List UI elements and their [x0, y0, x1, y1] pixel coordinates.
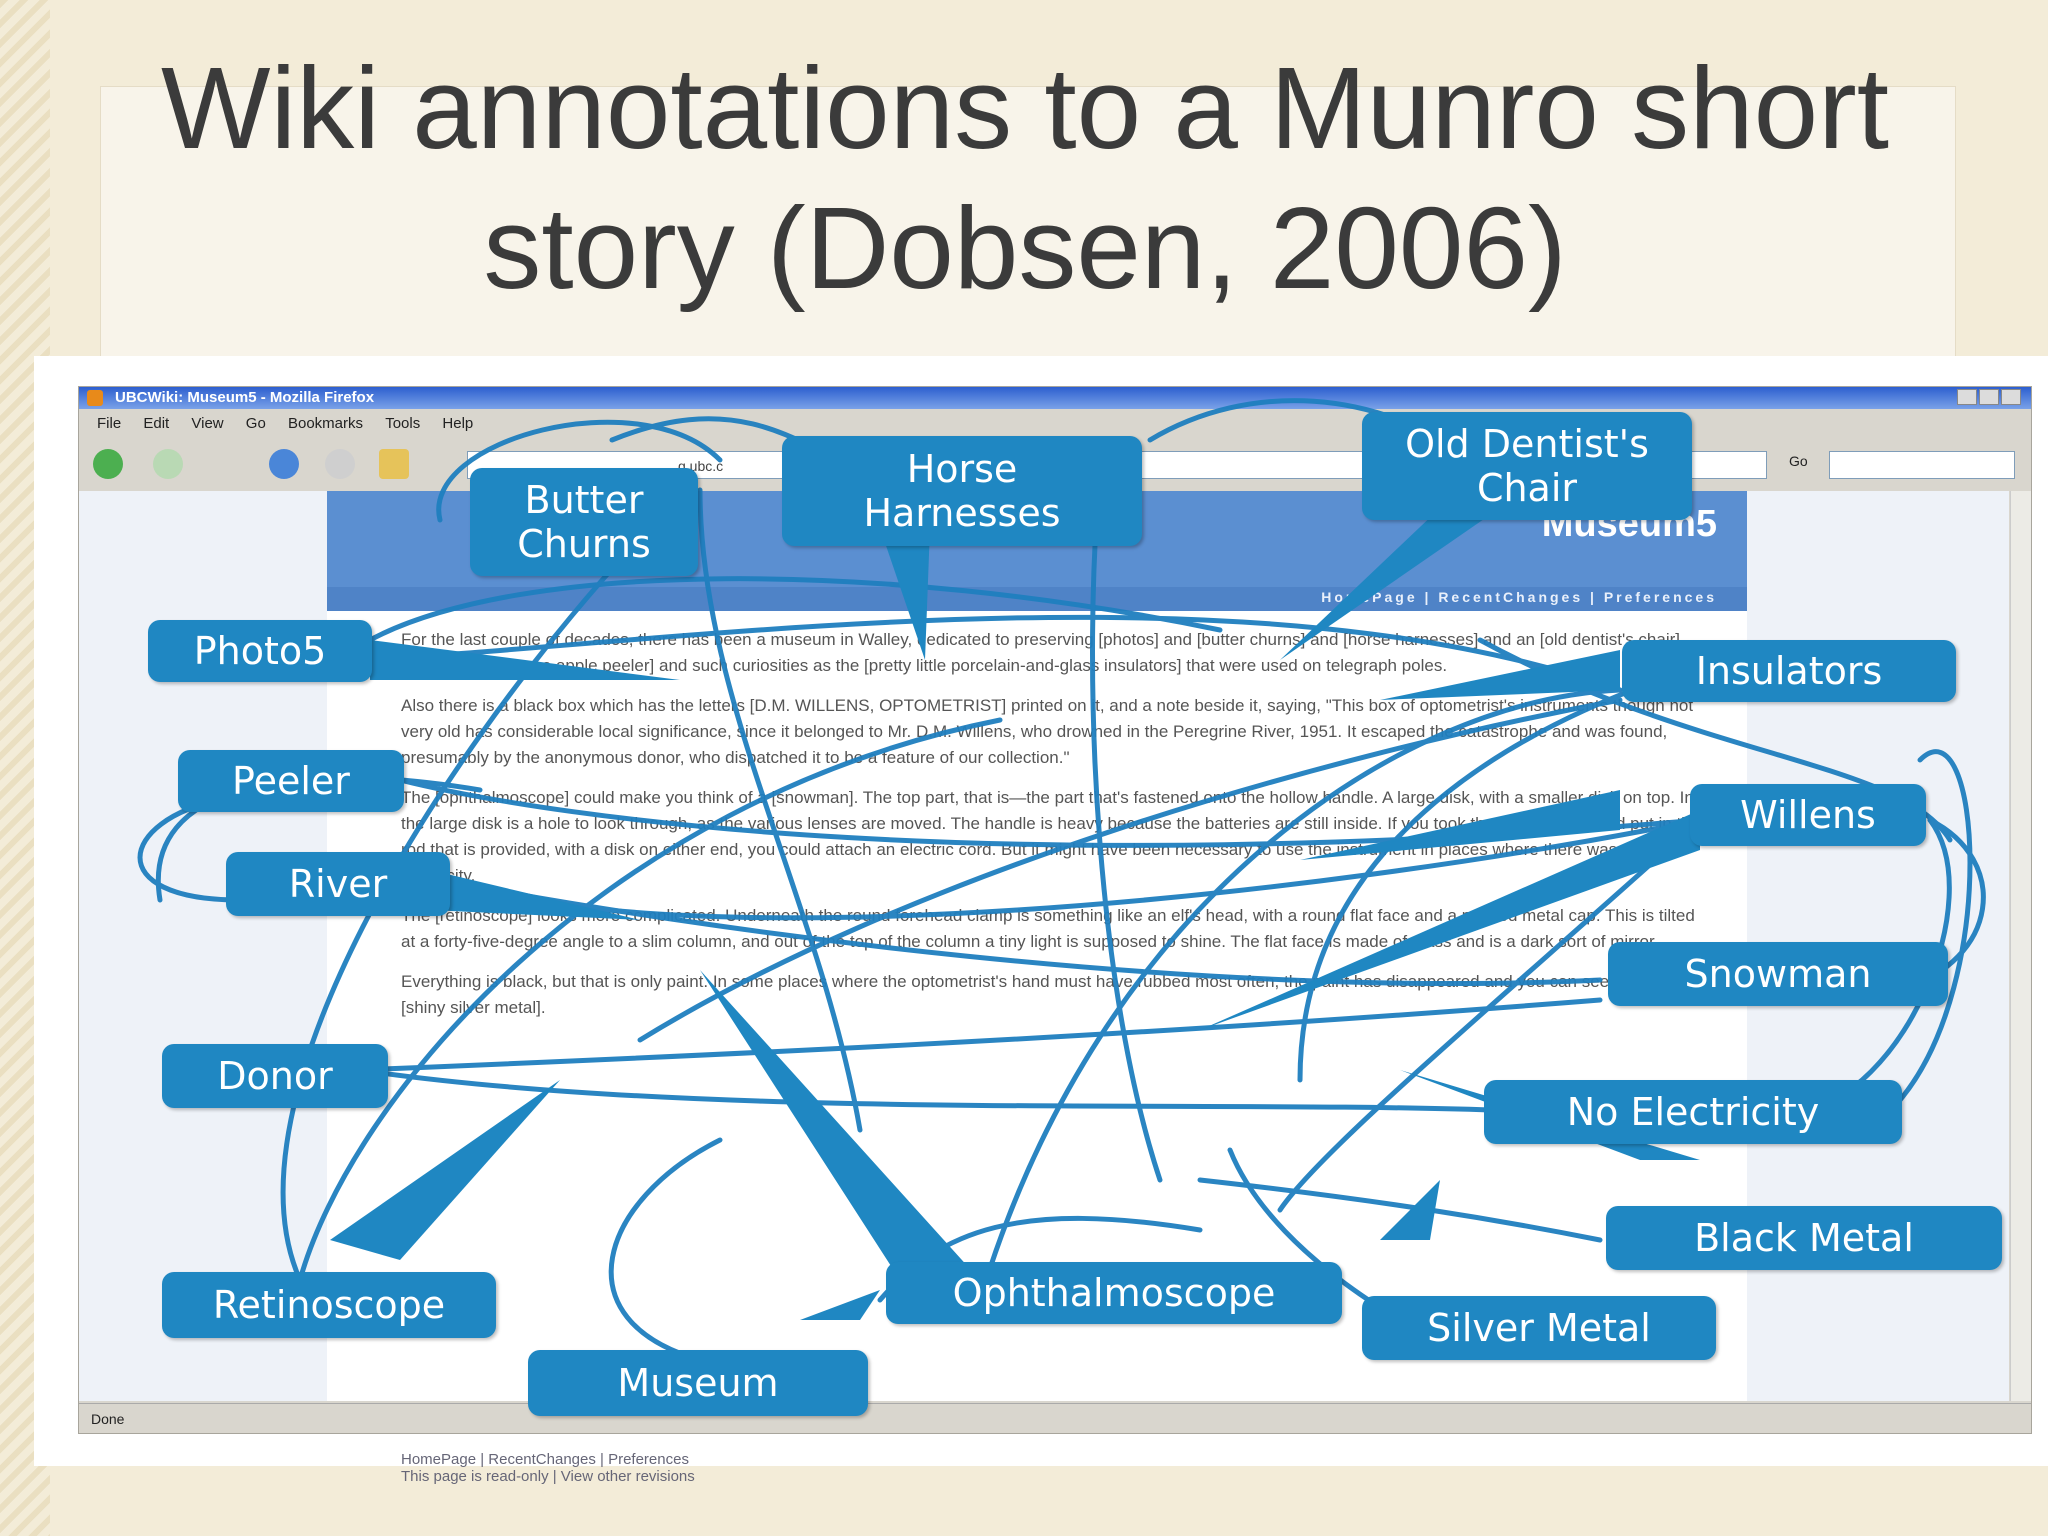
slide-title-line2: story (Dobsen, 2006): [483, 183, 1567, 313]
status-bar: Done: [79, 1403, 2031, 1433]
callout-black-metal: Black Metal: [1606, 1206, 2002, 1270]
menu-go[interactable]: Go: [245, 415, 266, 432]
wiki-footer-info: This page is read-only | View other revi…: [401, 1468, 695, 1485]
callout-label: Peeler: [232, 759, 350, 803]
go-button[interactable]: Go: [1789, 453, 1808, 469]
window-controls: [1955, 389, 2025, 407]
minimize-button[interactable]: [1957, 389, 1977, 405]
forward-icon[interactable]: [153, 449, 183, 479]
callout-museum: Museum: [528, 1350, 868, 1416]
wiki-paragraph: For the last couple of decades, there ha…: [401, 630, 1680, 675]
callout-label: Snowman: [1684, 952, 1872, 996]
callout-label: Donor: [217, 1054, 333, 1098]
callout-river: River: [226, 852, 450, 916]
callout-ophthalmoscope: Ophthalmoscope: [886, 1262, 1342, 1324]
reload-icon[interactable]: [269, 449, 299, 479]
window-title: UBCWiki: Museum5 - Mozilla Firefox: [115, 389, 375, 406]
wiki-paragraph: The [ophthalmoscope] could make you thin…: [401, 788, 1701, 885]
browser-titlebar: UBCWiki: Museum5 - Mozilla Firefox: [79, 387, 2031, 409]
wiki-nav-links[interactable]: HomePage | RecentChanges | Preferences: [1321, 589, 1717, 605]
callout-photo5: Photo5: [148, 620, 372, 682]
menu-bar: File Edit View Go Bookmarks Tools Help: [79, 411, 2031, 437]
vertical-scrollbar[interactable]: [2010, 491, 2031, 1401]
callout-no-electricity: No Electricity: [1484, 1080, 1902, 1144]
stop-icon[interactable]: [325, 449, 355, 479]
callout-label: Insulators: [1695, 649, 1883, 693]
title-panel: [100, 86, 1956, 358]
callout-label: No Electricity: [1566, 1090, 1820, 1134]
callout-butter-churns: Butter Churns: [470, 468, 698, 576]
callout-snowman: Snowman: [1608, 942, 1948, 1006]
menu-bookmarks[interactable]: Bookmarks: [287, 415, 364, 432]
callout-willens: Willens: [1690, 784, 1926, 846]
callout-label: River: [288, 862, 388, 906]
menu-edit[interactable]: Edit: [143, 415, 170, 432]
callout-label: Butter Churns: [517, 478, 651, 566]
callout-peeler: Peeler: [178, 750, 404, 812]
wiki-body: For the last couple of decades, there ha…: [401, 627, 1701, 1035]
wiki-paragraph: The [retinoscope] looks more complicated…: [401, 906, 1695, 951]
menu-tools[interactable]: Tools: [385, 415, 421, 432]
callout-label: Horse Harnesses: [863, 447, 1061, 535]
callout-label: Black Metal: [1694, 1216, 1914, 1260]
firefox-icon: [87, 390, 103, 406]
callout-label: Old Dentist's Chair: [1405, 422, 1649, 510]
callout-label: Retinoscope: [212, 1283, 446, 1327]
callout-retinoscope: Retinoscope: [162, 1272, 496, 1338]
callout-old-dentists-chair: Old Dentist's Chair: [1362, 412, 1692, 520]
callout-donor: Donor: [162, 1044, 388, 1108]
home-icon[interactable]: [379, 449, 409, 479]
menu-help[interactable]: Help: [442, 415, 474, 432]
back-icon[interactable]: [93, 449, 123, 479]
callout-insulators: Insulators: [1622, 640, 1956, 702]
maximize-button[interactable]: [1979, 389, 1999, 405]
menu-view[interactable]: View: [191, 415, 224, 432]
wiki-footer-links[interactable]: HomePage | RecentChanges | Preferences: [401, 1451, 689, 1468]
wiki-paragraph: Also there is a black box which has the …: [401, 696, 1694, 767]
menu-file[interactable]: File: [97, 415, 122, 432]
callout-silver-metal: Silver Metal: [1362, 1296, 1716, 1360]
search-input[interactable]: [1829, 451, 2015, 479]
callout-label: Silver Metal: [1427, 1306, 1651, 1350]
callout-label: Museum: [617, 1361, 779, 1405]
callout-horse-harnesses: Horse Harnesses: [782, 436, 1142, 546]
slide-title: Wiki annotations to a Munro short story …: [60, 38, 1990, 318]
close-button[interactable]: [2001, 389, 2021, 405]
callout-label: Ophthalmoscope: [952, 1271, 1276, 1315]
slide-title-line1: Wiki annotations to a Munro short: [161, 43, 1889, 173]
wiki-footer: HomePage | RecentChanges | Preferences T…: [401, 1451, 695, 1485]
callout-label: Photo5: [193, 629, 327, 673]
callout-label: Willens: [1740, 793, 1876, 837]
wiki-paragraph: Everything is black, but that is only pa…: [401, 972, 1689, 1017]
